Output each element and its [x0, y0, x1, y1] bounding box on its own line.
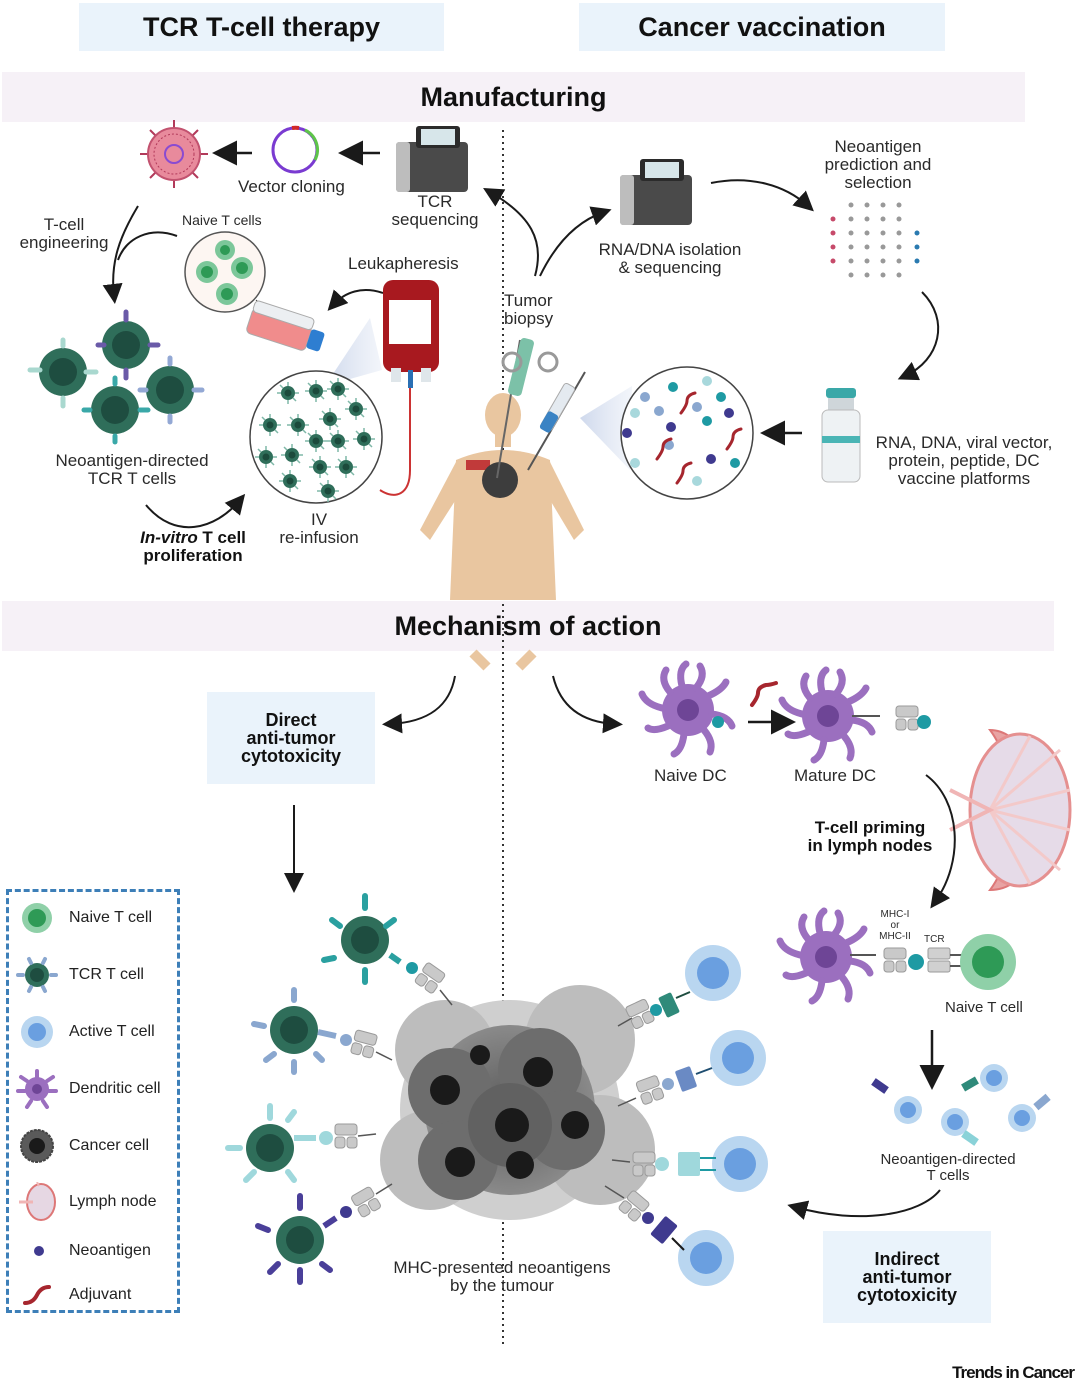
active-t-cell-icon [21, 1016, 53, 1048]
naive-dc-icon [642, 664, 732, 754]
label-vector-cloning: Vector cloning [238, 177, 345, 196]
blood-bag-icon [383, 280, 439, 388]
label-tumor-biopsy: Tumor biopsy [504, 291, 554, 328]
label-tcr: TCR [924, 934, 945, 945]
label-mhc-presented-neoantigens: MHC-presented neoantigens by the tumour [393, 1258, 611, 1295]
legend-item: Adjuvant [9, 1275, 179, 1315]
naive-t-cell-icon [22, 903, 52, 933]
label-neoantigen-tcr-t-cells: Neoantigen-directed TCR T cells [55, 451, 209, 488]
label-neoantigen-prediction: Neoantigen prediction and selection [824, 137, 932, 192]
lymph-node-icon [19, 1182, 56, 1221]
active-t-cells-attacking [604, 945, 768, 1286]
journal-footer: Trends in Cancer [952, 1363, 1075, 1382]
label-vaccine-platforms: RNA, DNA, viral vector, protein, peptide… [875, 433, 1053, 488]
label-tcell-engineering: T-cell engineering [19, 215, 109, 252]
adjuvant-icon [23, 1285, 51, 1305]
neoantigen-directed-t-cells [871, 1064, 1051, 1146]
neural-network-icon [830, 202, 920, 278]
label-tcell-priming: T-cell priming in lymph nodes [807, 818, 933, 855]
legend-item: TCR T cell [9, 955, 179, 995]
label-leukapheresis: Leukapheresis [348, 254, 459, 273]
legend-item: Lymph node [9, 1182, 179, 1222]
label-mhc: MHC-I or MHC-II [879, 909, 911, 942]
tcr-t-cells-cluster [27, 309, 205, 445]
legend: Naive T cell TCR T cell Active T cell De… [6, 889, 180, 1313]
patient-body-icon [420, 393, 584, 671]
tumour-mass-icon [380, 985, 655, 1220]
naive-t-cell-icon [960, 934, 1016, 990]
section-band-manufacturing: Manufacturing [2, 72, 1025, 122]
label-in-vitro-proliferation: In-vitro T cell proliferation [140, 528, 246, 565]
cancer-cell-icon [20, 1129, 54, 1163]
direct-cytotoxicity-box: Direct anti-tumor cytotoxicity [207, 692, 375, 784]
label-naive-t-cell: Naive T cell [945, 999, 1023, 1016]
tcr-t-cell-icon [16, 957, 58, 993]
label-naive-dc: Naive DC [654, 766, 727, 785]
biopsy-needle-icon [496, 338, 559, 479]
indirect-cytotoxicity-box: Indirect anti-tumor cytotoxicity [823, 1231, 991, 1323]
label-neoantigen-t-cells: Neoantigen-directed T cells [880, 1151, 1016, 1184]
dendritic-cell-icon [16, 1069, 58, 1109]
rna-dna-sequencer-icon [620, 159, 692, 225]
label-rna-dna-isolation: RNA/DNA isolation & sequencing [598, 240, 742, 277]
legend-item: Neoantigen [9, 1231, 179, 1271]
vaccine-vial-icon [821, 388, 861, 483]
label-tcr-sequencing: TCR sequencing [391, 192, 479, 229]
label-mature-dc: Mature DC [794, 766, 877, 785]
neoantigen-icon [34, 1246, 44, 1256]
legend-item: Cancer cell [9, 1126, 179, 1166]
legend-item: Active T cell [9, 1012, 179, 1052]
label-naive-t-cells: Naive T cells [182, 212, 262, 228]
viral-vector-icon [140, 120, 208, 188]
tcr-t-cells-attacking [225, 893, 453, 1285]
label-iv-reinfusion: IV re-infusion [279, 510, 359, 547]
legend-item: Dendritic cell [9, 1069, 179, 1109]
naive-t-cells-magnified [184, 231, 266, 313]
tcr-sequencer-icon [396, 126, 468, 192]
vaccine-syringe-icon [527, 371, 586, 471]
expanded-tcells-magnified [249, 370, 383, 504]
plasmid-icon [271, 125, 319, 174]
column-header-cancer-vaccination: Cancer vaccination [579, 3, 945, 51]
section-band-mechanism: Mechanism of action [2, 601, 1054, 651]
culture-flask-icon [246, 300, 325, 352]
column-header-tcr-therapy: TCR T-cell therapy [79, 3, 444, 51]
lymph-node-icon [949, 728, 1072, 892]
legend-item: Naive T cell [9, 898, 179, 938]
vaccine-contents-magnified [620, 366, 754, 500]
adjuvant-icon [750, 681, 778, 707]
